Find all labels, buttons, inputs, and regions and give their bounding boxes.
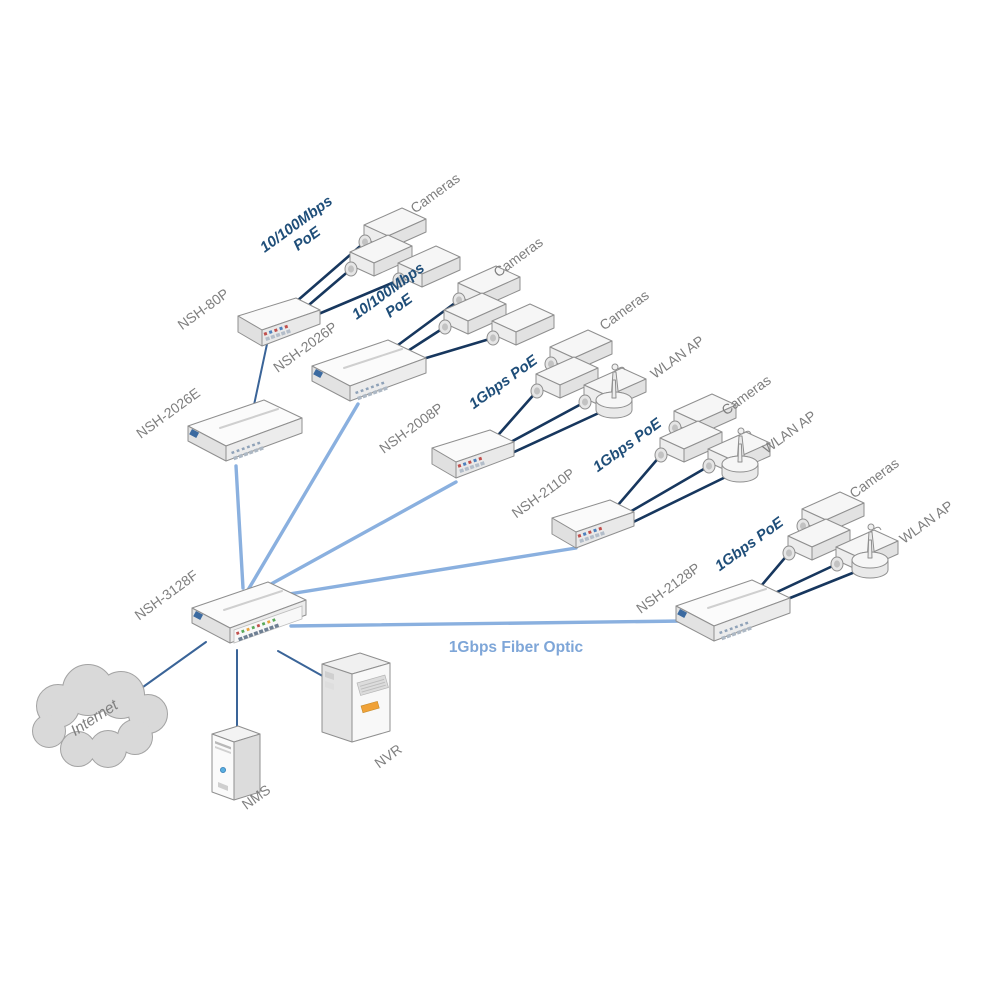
switch-nsh-2026e-icon <box>188 400 302 461</box>
switch-nsh-3128f-icon <box>192 582 306 643</box>
label-nsh-80p: NSH-80P <box>174 285 231 333</box>
label-wlan-ap: WLAN AP <box>759 407 819 457</box>
label-10-100mbps-poe: 10/100Mbps PoE <box>257 192 336 256</box>
link-core-to-internet <box>135 641 207 693</box>
poe-link <box>619 468 742 530</box>
label-1gbps-poe: 1Gbps PoE <box>590 414 666 475</box>
fiber-link-nsh-2008p <box>251 480 458 596</box>
poe-link <box>301 267 353 312</box>
label-nsh-3128f: NSH-3128F <box>131 567 200 623</box>
label-wlan-ap: WLAN AP <box>647 332 707 382</box>
label-nvr: NVR <box>371 741 404 771</box>
poe-links <box>295 240 872 610</box>
poe-link <box>610 453 663 514</box>
label-wlan-ap: WLAN AP <box>896 497 956 547</box>
label-cameras: Cameras <box>407 170 462 216</box>
label-1gbps-poe: 1Gbps PoE <box>466 351 542 412</box>
switch-nsh-2110p-icon <box>551 499 635 549</box>
poe-link <box>490 389 539 444</box>
fiber-link-nsh-2026e <box>234 464 245 590</box>
poe-link <box>307 278 401 320</box>
management-links <box>135 343 336 730</box>
switch-nsh-2008p-icon <box>431 429 515 479</box>
fiber-uplinks <box>234 402 686 628</box>
fiber-link-nsh-2026p <box>246 402 360 592</box>
fiber-link-nsh-2128p <box>289 619 686 628</box>
label-cameras: Cameras <box>596 287 651 333</box>
nvr-server-icon <box>321 652 391 743</box>
label-1gbps-poe: 1Gbps PoE <box>712 513 788 574</box>
label-cameras: Cameras <box>490 234 545 280</box>
fiber-link-nsh-2110p <box>256 546 578 601</box>
label-cameras: Cameras <box>718 372 773 418</box>
label-nsh-2110p: NSH-2110P <box>509 465 578 521</box>
poe-link <box>499 404 616 460</box>
ip-camera-cluster-icon <box>439 266 554 345</box>
label-1gbps-fiber-optic: 1Gbps Fiber Optic <box>449 639 584 656</box>
switch-nsh-2128p-icon <box>676 580 790 641</box>
label-cameras: Cameras <box>846 455 901 501</box>
